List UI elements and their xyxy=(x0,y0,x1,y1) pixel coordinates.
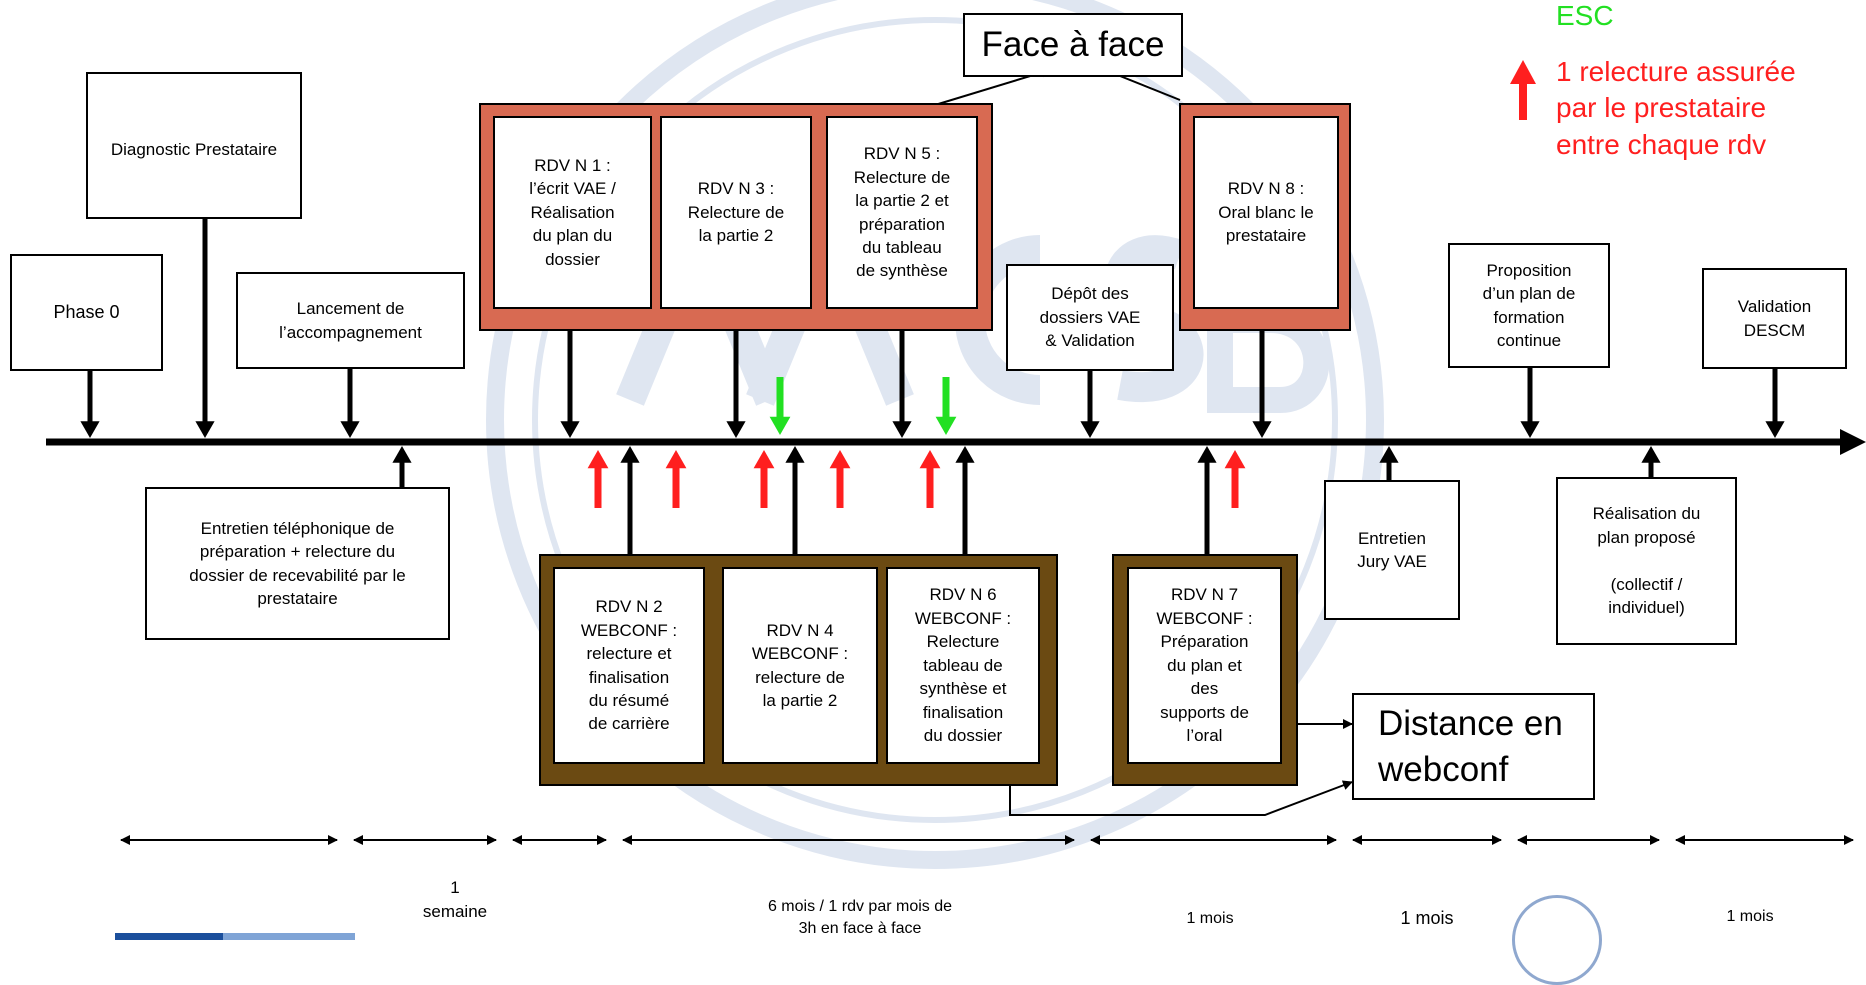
entretien-jury-box: Entretien Jury VAE xyxy=(1324,480,1460,620)
duration-mois-c-label: 1 mois xyxy=(1726,908,1774,925)
validation-descm-box: Validation DESCM xyxy=(1702,268,1847,369)
down-arrow-10 xyxy=(1765,369,1785,438)
milestone-up-arrows xyxy=(392,446,1661,554)
proposition-plan-box: Proposition d’un plan de formation conti… xyxy=(1448,243,1610,368)
duration-six-mois-label: 6 mois / 1 rdv par mois de 3h en face à … xyxy=(767,898,953,938)
rdv-1-box: RDV N 1 : l’écrit VAE / Réalisation du p… xyxy=(493,116,652,309)
relecture-arrow-5 xyxy=(919,450,941,508)
lancement-box: Lancement de l’accompagnement xyxy=(236,272,465,369)
relecture-arrow-3 xyxy=(753,450,775,508)
esc-arrows xyxy=(769,377,957,435)
rdv-7-box: RDV N 7 WEBCONF : Préparation du plan et… xyxy=(1127,567,1282,764)
logo-bar xyxy=(115,933,355,940)
relecture-arrow-1 xyxy=(587,450,609,508)
down-arrow-2 xyxy=(195,219,215,438)
entretien-telephonique-box: Entretien téléphonique de préparation + … xyxy=(145,487,450,640)
distance-webconf-box: Distance en webconf xyxy=(1352,693,1595,800)
relecture-arrow-2 xyxy=(665,450,687,508)
accreditation-watermark xyxy=(486,0,1384,869)
relecture-arrow-4 xyxy=(829,450,851,508)
distance-connector-rdv6 xyxy=(1009,780,1353,816)
up-arrow-5 xyxy=(1197,446,1217,554)
relecture-legend-text: 1 relecture assurée par le prestataire e… xyxy=(1556,56,1796,160)
rdv-3-box: RDV N 3 : Relecture de la partie 2 xyxy=(660,116,812,309)
esc-arrow-1 xyxy=(769,377,791,435)
seal-logo xyxy=(1512,895,1602,985)
relecture-arrow-6 xyxy=(1224,450,1246,508)
down-arrow-7 xyxy=(1080,371,1100,438)
timeline-arrow-head xyxy=(1840,429,1866,455)
duration-semaine-label: 1 semaine xyxy=(422,878,488,921)
esc-arrow-2 xyxy=(935,377,957,435)
up-arrow-1 xyxy=(392,446,412,487)
up-arrow-2 xyxy=(620,446,640,554)
diagnostic-prestataire-box: Diagnostic Prestataire xyxy=(86,72,302,219)
duration-mois-a-label: 1 mois xyxy=(1186,910,1234,927)
phase-0-box: Phase 0 xyxy=(10,254,163,371)
duration-mois-b-label: 1 mois xyxy=(1400,908,1454,928)
realisation-plan-box: Réalisation du plan proposé (collectif /… xyxy=(1556,477,1737,645)
rdv-4-box: RDV N 4 WEBCONF : relecture de la partie… xyxy=(722,567,878,764)
up-arrow-6 xyxy=(1379,446,1399,480)
rdv-5-box: RDV N 5 : Relecture de la partie 2 et pr… xyxy=(826,116,978,309)
esc-legend-label: ESC xyxy=(1556,0,1614,31)
rdv-8-box: RDV N 8 : Oral blanc le prestataire xyxy=(1193,116,1339,309)
up-arrow-3 xyxy=(785,446,805,554)
down-arrow-9 xyxy=(1520,368,1540,438)
face-a-face-box: Face à face xyxy=(963,13,1183,77)
up-arrow-4 xyxy=(955,446,975,554)
rdv-2-box: RDV N 2 WEBCONF : relecture et finalisat… xyxy=(553,567,705,764)
depot-dossiers-box: Dépôt des dossiers VAE & Validation xyxy=(1006,264,1174,371)
down-arrow-3 xyxy=(340,369,360,438)
rdv-6-box: RDV N 6 WEBCONF : Relecture tableau de s… xyxy=(886,567,1040,764)
up-arrow-7 xyxy=(1641,446,1661,477)
relecture-arrows xyxy=(587,450,1246,508)
diagram-lines xyxy=(46,0,1866,869)
vae-process-diagram: Phase 0 Diagnostic Prestataire Lancement… xyxy=(10,0,1866,985)
down-arrow-1 xyxy=(80,371,100,438)
